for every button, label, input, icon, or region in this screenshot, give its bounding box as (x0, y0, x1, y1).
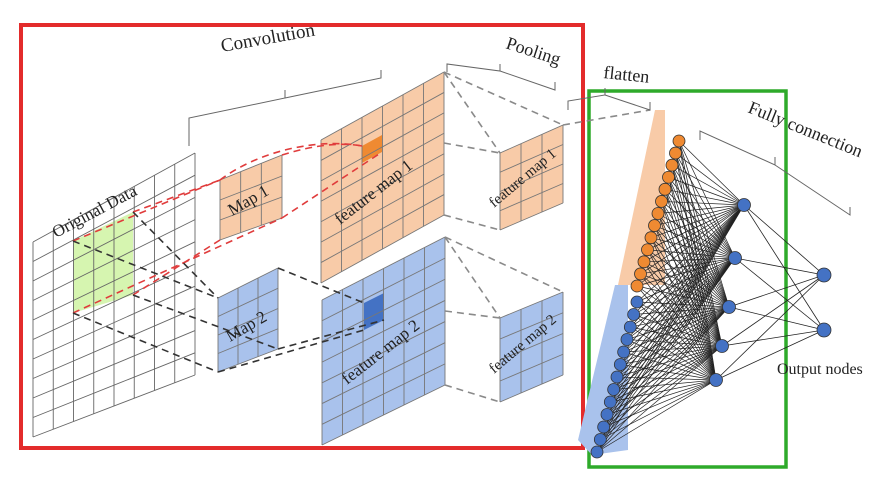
fully-connection-brace (699, 130, 851, 216)
flatten-node-blue (623, 320, 637, 334)
flatten-node-blue (603, 395, 617, 409)
output-node (816, 322, 832, 338)
map1-kernel (220, 155, 282, 240)
flatten-node-blue (590, 445, 604, 459)
hidden-node (728, 251, 742, 265)
flatten-node-blue (613, 358, 627, 371)
flatten-node-blue (597, 420, 611, 434)
dash-gray-8 (444, 310, 501, 319)
hidden-node (737, 198, 751, 212)
flatten-node-orange (644, 231, 658, 245)
map2-kernel (218, 268, 278, 372)
pooled-map2-lines (499, 291, 564, 403)
flatten-label: flatten (603, 62, 651, 87)
flatten-node-orange (669, 146, 682, 160)
flatten-node-blue (593, 433, 607, 446)
dash-red-4 (72, 217, 283, 314)
flatten-node-orange (634, 267, 647, 281)
grid-fills (33, 72, 665, 455)
braces (188, 63, 851, 216)
flatten-node-blue (607, 383, 621, 396)
flatten-node-blue (620, 333, 634, 346)
pooling-brace (446, 63, 556, 91)
dash-red-7 (219, 142, 363, 181)
flatten-node-orange (662, 170, 675, 184)
dash-red-1 (132, 179, 221, 213)
map1-lines (219, 154, 283, 241)
dash-red-6 (281, 151, 383, 219)
dash-red-2 (132, 239, 221, 296)
flatten-brace (567, 88, 651, 111)
flatten-node-orange (658, 182, 672, 196)
flatten-node-blue (617, 345, 631, 359)
dash-black-5 (277, 267, 365, 304)
network-nodes (590, 134, 832, 459)
dash-black-4 (72, 312, 219, 373)
flatten-node-orange (637, 255, 651, 269)
fully-connected-network (596, 140, 745, 453)
network-edges (596, 140, 745, 453)
feature-map1-cell-highlight (362, 135, 382, 163)
pooling-label: Pooling (504, 33, 563, 69)
connection-lines (72, 71, 651, 403)
flatten-node-blue (630, 295, 644, 309)
dash-gray-7 (443, 142, 501, 154)
dash-red-3 (72, 179, 221, 242)
flatten-node-orange (655, 195, 668, 208)
dash-gray-9 (562, 109, 651, 126)
pooled-map1-lines (499, 124, 564, 231)
convolution-brace (188, 70, 382, 146)
output-edges (715, 204, 825, 381)
flatten-vector-blue (578, 285, 628, 455)
feature-map2-cell-highlight (364, 293, 384, 330)
flatten-node-blue (600, 408, 614, 421)
flatten-node-blue (627, 308, 641, 321)
dash-black-3 (132, 294, 279, 350)
original-data-lines (32, 152, 196, 438)
feature-extraction-frame (19, 23, 585, 450)
dash-gray-1 (443, 71, 501, 154)
feature-map2-lines (321, 236, 446, 446)
dash-black-2 (72, 240, 219, 299)
dash-gray-4 (444, 384, 501, 403)
dash-black-7 (217, 329, 365, 373)
dash-gray-6 (444, 236, 564, 293)
hidden-node (722, 300, 736, 314)
flatten-node-orange (630, 279, 644, 293)
dash-gray-5 (443, 71, 564, 126)
dash-red-5 (281, 143, 363, 156)
flatten-node-orange (672, 134, 686, 148)
flatten-node-orange (665, 158, 679, 172)
flatten-node-blue (610, 370, 624, 384)
dash-gray-2 (443, 214, 501, 231)
hidden-node (709, 373, 723, 387)
flatten-node-orange (651, 207, 665, 220)
grid-lines (32, 71, 564, 446)
fully-connection-label: Fully connection (746, 97, 866, 161)
output-nodes-label: Output nodes (777, 361, 863, 378)
dash-gray-3 (444, 236, 501, 319)
flatten-node-orange (648, 219, 661, 232)
output-node (816, 267, 832, 283)
dash-black-1 (132, 211, 219, 299)
classification-frame (587, 89, 788, 469)
flatten-node-orange (641, 243, 654, 257)
dash-black-6 (277, 319, 385, 350)
hidden-node (715, 339, 729, 353)
